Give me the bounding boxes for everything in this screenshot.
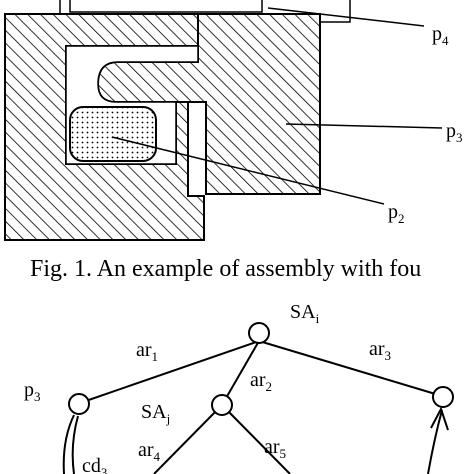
- edge-cd3-curve-inner: [71, 415, 79, 474]
- edge-ar4: [153, 404, 223, 474]
- node-saj: [211, 394, 233, 416]
- label-p4: p4: [432, 23, 449, 48]
- part-p4-inner: [69, 0, 263, 13]
- label-ar2: ar2: [250, 369, 272, 394]
- leader-line-p2: [111, 136, 385, 205]
- edge-ar3: [258, 340, 443, 397]
- assembly-drawing: p4 p3 p2: [4, 0, 463, 241]
- figure-caption: Fig. 1. An example of assembly with fou: [30, 256, 421, 282]
- leader-line-p4: [267, 7, 425, 27]
- label-p2: p2: [388, 201, 405, 226]
- edge-return-curve: [427, 409, 443, 474]
- node-p3: [68, 393, 90, 415]
- assembly-graph: SAi SAj p3 ar1 ar2 ar3 ar4 ar5 cd3: [24, 301, 454, 474]
- label-cd3: cd3: [82, 455, 107, 474]
- label-p3: p3: [446, 120, 463, 145]
- edge-ar5: [221, 404, 291, 474]
- label-ar5: ar5: [264, 436, 286, 461]
- label-saj: SAj: [141, 401, 170, 426]
- node-right: [432, 386, 454, 408]
- label-ar3: ar3: [369, 338, 391, 363]
- edge-cd3-curve: [62, 414, 75, 474]
- leader-line-p3: [285, 123, 443, 129]
- label-ar4: ar4: [138, 439, 161, 464]
- label-node-p3: p3: [24, 379, 41, 404]
- edge-ar2: [221, 340, 260, 406]
- label-ar1: ar1: [136, 339, 158, 364]
- edge-ar1: [79, 340, 260, 404]
- part-p2: [69, 106, 157, 162]
- arrow-head-icon: [430, 406, 449, 431]
- label-sai: SAi: [290, 301, 320, 326]
- node-sai: [248, 322, 270, 344]
